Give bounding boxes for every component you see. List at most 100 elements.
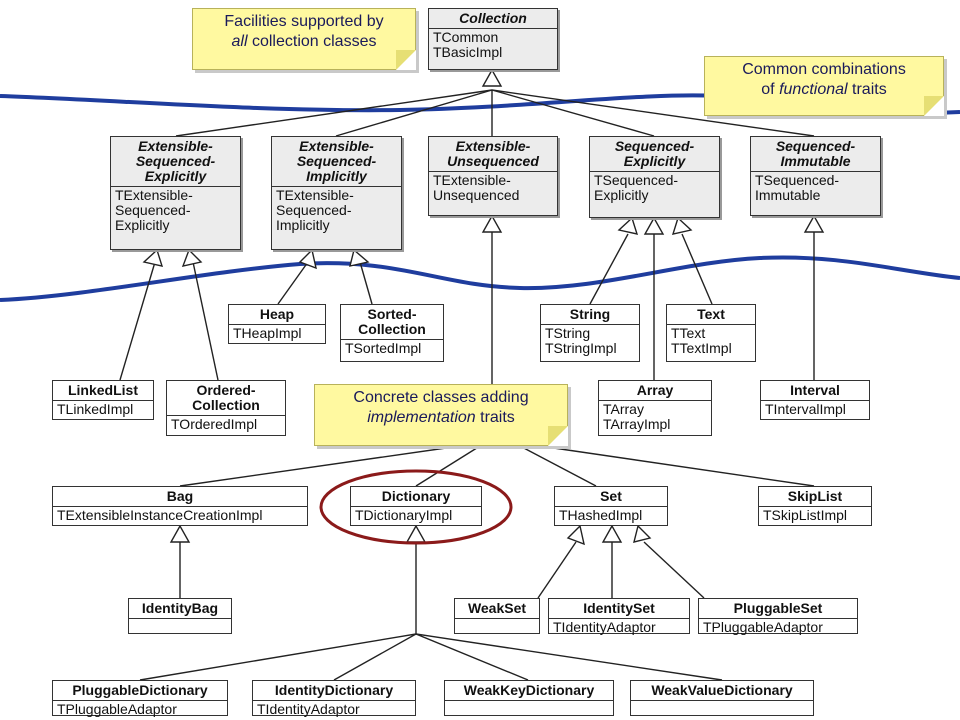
- class-traits: TArray TArrayImpl: [603, 401, 671, 432]
- class-name: WeakValueDictionary: [631, 681, 813, 701]
- inheritance-arrow-esi-2: [349, 248, 370, 267]
- note-combinations-prefix: of: [761, 81, 780, 98]
- class-name: Sequenced- Immutable: [751, 137, 880, 172]
- class-traits: TExtensible- Unsequenced: [433, 172, 520, 203]
- class-traits: TOrderedImpl: [171, 416, 258, 432]
- inheritance-arrow-eu: [481, 214, 503, 233]
- class-weak-set: WeakSet: [454, 598, 540, 634]
- page-curl-icon: [396, 50, 416, 70]
- class-set: Set THashedImpl: [554, 486, 668, 526]
- class-traits: [631, 701, 813, 703]
- class-name: String: [541, 305, 639, 325]
- class-traits: TSequenced- Immutable: [755, 172, 840, 203]
- note-facilities-line2: collection classes: [247, 33, 377, 50]
- class-identity-bag: IdentityBag: [128, 598, 232, 634]
- class-name: WeakKeyDictionary: [445, 681, 613, 701]
- class-traits: TSortedImpl: [345, 340, 422, 356]
- class-collection: Collection TCommon TBasicImpl: [428, 8, 558, 70]
- class-name: Heap: [229, 305, 325, 325]
- class-name: Extensible- Sequenced- Explicitly: [111, 137, 240, 187]
- class-name: Bag: [53, 487, 307, 507]
- class-traits: TLinkedImpl: [57, 401, 134, 417]
- class-identity-dictionary: IdentityDictionary TIdentityAdaptor: [252, 680, 416, 717]
- divider-line-middle: [0, 255, 960, 302]
- class-traits: TDictionaryImpl: [355, 507, 453, 523]
- class-name: Extensible- Unsequenced: [429, 137, 557, 172]
- inheritance-arrow-set-3: [633, 524, 652, 543]
- class-bag: Bag TExtensibleInstanceCreationImpl: [52, 486, 308, 526]
- class-skip-list: SkipList TSkipListImpl: [758, 486, 872, 526]
- inheritance-arrow-esi-1: [298, 248, 317, 270]
- class-traits: THeapImpl: [233, 325, 302, 341]
- class-name: PluggableDictionary: [53, 681, 227, 701]
- class-traits: TPluggableAdaptor: [703, 619, 823, 635]
- class-traits: TExtensibleInstanceCreationImpl: [57, 507, 263, 523]
- class-traits: TExtensible- Sequenced- Implicitly: [276, 187, 354, 233]
- note-facilities-emphasis: all: [231, 33, 248, 50]
- class-pluggable-set: PluggableSet TPluggableAdaptor: [698, 598, 858, 635]
- note-combinations-line1: Common combinations: [742, 61, 906, 78]
- class-name: Collection: [429, 9, 557, 29]
- dictionary-highlight-ellipse: [319, 469, 513, 545]
- class-name: Sequenced- Explicitly: [590, 137, 719, 172]
- inheritance-arrow-collection: [481, 68, 503, 87]
- class-name: SkipList: [759, 487, 871, 507]
- class-extensible-unsequenced: Extensible- Unsequenced TExtensible- Uns…: [428, 136, 558, 216]
- class-extensible-sequenced-implicitly: Extensible- Sequenced- Implicitly TExten…: [271, 136, 402, 250]
- class-interval: Interval TIntervalImpl: [760, 380, 870, 420]
- class-name: Array: [599, 381, 711, 401]
- inheritance-arrow-dictionary: [405, 524, 427, 543]
- class-sorted-collection: Sorted- Collection TSortedImpl: [340, 304, 444, 362]
- note-concrete-line1: Concrete classes adding: [353, 389, 529, 406]
- class-identity-set: IdentitySet TIdentityAdaptor: [548, 598, 690, 635]
- note-combinations: Common combinations of functional traits: [704, 56, 944, 116]
- class-name: Dictionary: [351, 487, 481, 507]
- class-weak-key-dictionary: WeakKeyDictionary: [444, 680, 614, 716]
- inheritance-arrow-si: [803, 214, 825, 233]
- class-string: String TString TStringImpl: [540, 304, 640, 362]
- class-traits: TText TTextImpl: [671, 325, 732, 356]
- page-curl-icon: [548, 426, 568, 446]
- class-sequenced-explicitly: Sequenced- Explicitly TSequenced- Explic…: [589, 136, 720, 218]
- class-array: Array TArray TArrayImpl: [598, 380, 712, 436]
- class-weak-value-dictionary: WeakValueDictionary: [630, 680, 814, 716]
- class-ordered-collection: Ordered- Collection TOrderedImpl: [166, 380, 286, 436]
- inheritance-arrow-ese-2: [181, 248, 203, 267]
- note-combinations-emphasis: functional: [779, 81, 848, 98]
- class-traits: THashedImpl: [559, 507, 643, 523]
- class-name: Sorted- Collection: [341, 305, 443, 340]
- class-heap: Heap THeapImpl: [228, 304, 326, 344]
- note-concrete-emphasis: implementation: [367, 409, 476, 426]
- class-linked-list: LinkedList TLinkedImpl: [52, 380, 154, 420]
- class-traits: TSequenced- Explicitly: [594, 172, 679, 203]
- class-name: Interval: [761, 381, 869, 401]
- note-combinations-suffix: traits: [847, 81, 887, 98]
- class-traits: TPluggableAdaptor: [57, 701, 177, 717]
- class-name: Extensible- Sequenced- Implicitly: [272, 137, 401, 187]
- page-curl-icon: [924, 96, 944, 116]
- class-traits: TIdentityAdaptor: [257, 701, 360, 717]
- class-traits: TString TStringImpl: [545, 325, 617, 356]
- note-concrete-line2: traits: [475, 409, 515, 426]
- class-traits: [445, 701, 613, 703]
- inheritance-arrow-set-1: [566, 524, 585, 546]
- class-extensible-sequenced-explicitly: Extensible- Sequenced- Explicitly TExten…: [110, 136, 241, 250]
- note-facilities-line1: Facilities supported by: [224, 13, 384, 30]
- class-dictionary: Dictionary TDictionaryImpl: [350, 486, 482, 526]
- class-name: IdentityBag: [129, 599, 231, 619]
- inheritance-arrow-set-2: [601, 524, 623, 543]
- class-traits: TExtensible- Sequenced- Explicitly: [115, 187, 193, 233]
- class-traits: TIdentityAdaptor: [553, 619, 656, 635]
- class-name: Text: [667, 305, 755, 325]
- class-name: IdentitySet: [549, 599, 689, 619]
- inheritance-arrow-ese-1: [142, 248, 164, 267]
- class-sequenced-immutable: Sequenced- Immutable TSequenced- Immutab…: [750, 136, 881, 216]
- class-name: IdentityDictionary: [253, 681, 415, 701]
- inheritance-arrow-bag: [169, 524, 191, 543]
- class-traits: TCommon TBasicImpl: [433, 29, 503, 60]
- class-name: PluggableSet: [699, 599, 857, 619]
- inheritance-arrow-se-1: [617, 216, 639, 235]
- class-traits: [129, 619, 231, 621]
- note-facilities: Facilities supported by all collection c…: [192, 8, 416, 70]
